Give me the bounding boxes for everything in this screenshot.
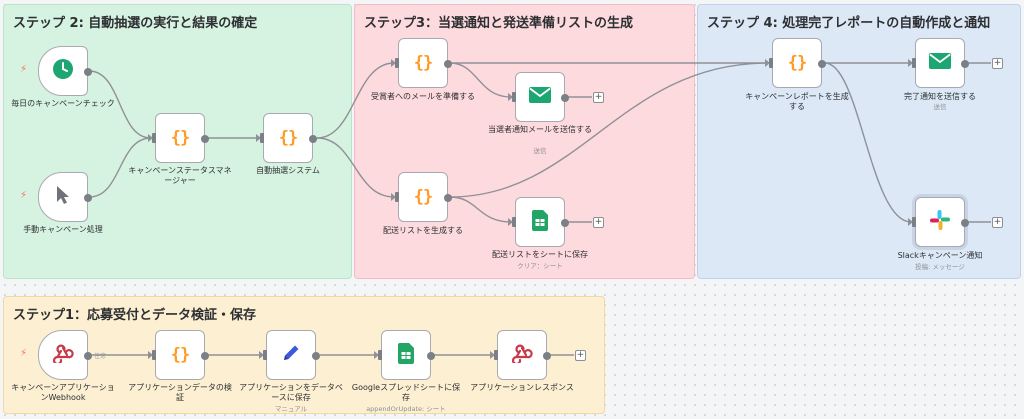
input-handle[interactable] — [494, 350, 498, 360]
node-subtitle: マニュアル — [274, 405, 308, 413]
input-handle[interactable] — [512, 92, 516, 102]
output-handle[interactable] — [543, 352, 551, 360]
node-daily-check[interactable] — [38, 46, 92, 96]
input-handle[interactable] — [378, 350, 382, 360]
cursor-icon — [54, 185, 72, 209]
node-send-winner-mail[interactable] — [512, 72, 569, 122]
code-braces-icon: {} — [787, 53, 808, 73]
sheets-icon — [532, 209, 548, 235]
code-braces-icon: {} — [170, 128, 191, 148]
node-label: Googleスプレッドシートに保存 — [351, 383, 461, 402]
node-validate[interactable]: {} — [152, 330, 209, 380]
node-label: アプリケーションレスポンス — [470, 383, 574, 392]
sticky-title: ステップ 2: 自動抽選の実行と結果の確定 — [13, 16, 258, 31]
node-label: キャンペーンアプリケーションWebhook — [11, 383, 115, 402]
node-gen-list[interactable]: {} — [395, 172, 452, 222]
input-handle[interactable] — [395, 58, 399, 68]
output-handle[interactable] — [961, 219, 969, 227]
webhook-icon — [511, 343, 533, 367]
add-node-button[interactable]: + — [593, 92, 604, 103]
trigger-bolt-icon: ⚡ — [20, 190, 28, 201]
node-status-manager[interactable]: {} — [152, 113, 209, 163]
input-handle[interactable] — [912, 58, 916, 68]
output-handle[interactable] — [818, 60, 826, 68]
output-handle[interactable] — [84, 352, 92, 360]
node-subtitle: 投稿: メッセージ — [915, 263, 965, 271]
node-subtitle: 送信 — [933, 103, 947, 111]
output-handle[interactable] — [444, 60, 452, 68]
node-response[interactable] — [494, 330, 551, 380]
node-subtitle: appendOrUpdate: シート — [366, 405, 446, 413]
code-braces-icon: {} — [413, 187, 434, 207]
node-slack[interactable] — [912, 197, 969, 247]
output-handle[interactable] — [961, 60, 969, 68]
node-label: 毎日のキャンペーンチェック — [11, 99, 115, 108]
node-label: アプリケーションデータの検証 — [128, 383, 232, 402]
output-handle[interactable] — [84, 68, 92, 76]
add-node-button[interactable]: + — [992, 217, 1003, 228]
node-save-list-sheet[interactable] — [512, 197, 569, 247]
connection-label: 任意 — [94, 353, 107, 360]
input-handle[interactable] — [769, 58, 773, 68]
trigger-bolt-icon: ⚡ — [20, 64, 28, 75]
node-save-sheet[interactable] — [378, 330, 435, 380]
sticky-step4[interactable]: ステップ 4: 処理完了レポートの自動作成と通知 — [697, 4, 1021, 279]
output-handle[interactable] — [561, 94, 569, 102]
node-label: キャンペーンレポートを生成する — [745, 92, 849, 111]
node-label: 配送リストを生成する — [383, 226, 463, 235]
input-handle[interactable] — [395, 192, 399, 202]
code-braces-icon: {} — [170, 345, 191, 365]
mail-icon — [929, 53, 951, 73]
node-manual-trigger[interactable] — [38, 172, 92, 222]
node-webhook[interactable] — [38, 330, 92, 380]
output-handle[interactable] — [201, 135, 209, 143]
add-node-button[interactable]: + — [575, 350, 586, 361]
node-label: Slackキャンペーン通知 — [897, 251, 983, 260]
sticky-title: ステップ1：応募受付とデータ検証・保存 — [13, 308, 257, 323]
node-label: 手動キャンペーン処理 — [23, 225, 103, 234]
sheets-icon — [398, 342, 414, 368]
input-handle[interactable] — [912, 217, 916, 227]
output-handle[interactable] — [561, 219, 569, 227]
slack-icon — [929, 209, 951, 235]
node-label: アプリケーションをデータベースに保存 — [239, 383, 343, 402]
add-node-button[interactable]: + — [593, 217, 604, 228]
node-label: 配送リストをシートに保存 — [492, 250, 588, 259]
node-label: 自動抽選システム — [256, 166, 320, 175]
sticky-title: ステップ 4: 処理完了レポートの自動作成と通知 — [707, 16, 991, 31]
output-handle[interactable] — [312, 352, 320, 360]
input-handle[interactable] — [263, 350, 267, 360]
node-prep-mail[interactable]: {} — [395, 38, 452, 88]
pen-icon — [281, 343, 301, 367]
node-gen-report[interactable]: {} — [769, 38, 826, 88]
node-send-done[interactable] — [912, 38, 969, 88]
output-handle[interactable] — [427, 352, 435, 360]
code-braces-icon: {} — [413, 53, 434, 73]
sticky-title: ステップ3：当選通知と発送準備リストの生成 — [364, 16, 634, 31]
output-handle[interactable] — [309, 135, 317, 143]
trigger-bolt-icon: ⚡ — [20, 348, 28, 359]
clock-icon — [52, 58, 74, 84]
node-save-db[interactable] — [263, 330, 320, 380]
add-node-button[interactable]: + — [992, 58, 1003, 69]
output-handle[interactable] — [444, 194, 452, 202]
node-label: 完了通知を送信する — [904, 92, 976, 101]
code-braces-icon: {} — [278, 128, 299, 148]
output-handle[interactable] — [84, 194, 92, 202]
mail-icon — [529, 87, 551, 107]
input-handle[interactable] — [260, 133, 264, 143]
node-lottery[interactable]: {} — [260, 113, 317, 163]
input-handle[interactable] — [512, 217, 516, 227]
node-label: キャンペーンステータスマネージャー — [128, 166, 232, 185]
input-handle[interactable] — [152, 350, 156, 360]
webhook-icon — [52, 343, 74, 367]
input-handle[interactable] — [152, 133, 156, 143]
node-subtitle: クリア：シート — [517, 262, 563, 270]
node-label: 受賞者へのメールを準備する — [371, 92, 475, 101]
node-subtitle: 送信 — [533, 147, 547, 155]
node-label: 当選者通知メールを送信する — [488, 125, 592, 134]
output-handle[interactable] — [201, 352, 209, 360]
